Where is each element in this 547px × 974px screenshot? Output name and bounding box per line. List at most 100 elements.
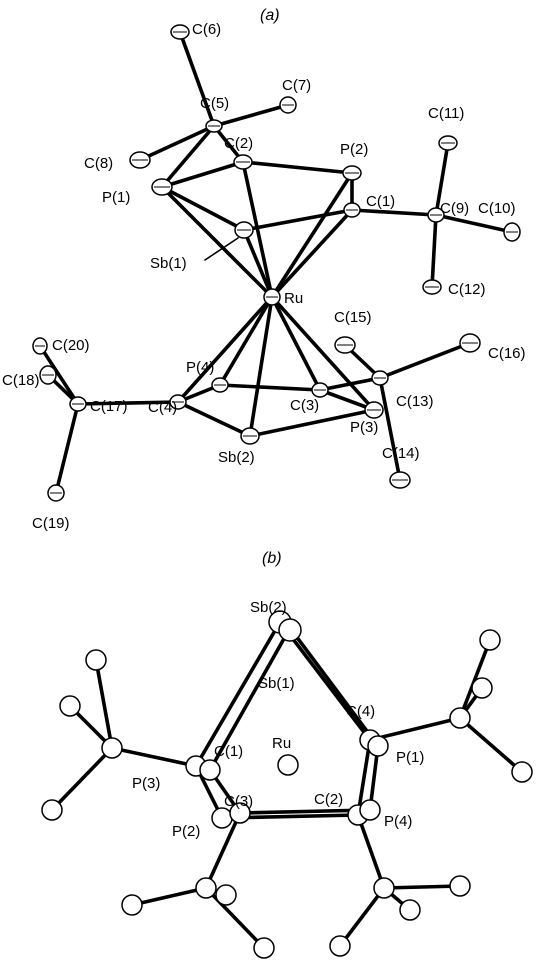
bond-ru-sb1 — [242, 228, 274, 299]
bond-b-sb1-p1 — [288, 626, 380, 748]
atom-c7 — [279, 96, 297, 114]
panel-a-label: (a) — [260, 7, 280, 24]
atom-b-tbu-right-m2 — [511, 761, 533, 783]
label-a-c12: C(12) — [448, 281, 486, 298]
atom-b-tbu-ll-m3 — [215, 884, 237, 906]
atom-b-p2 — [211, 807, 233, 829]
atom-c16 — [459, 333, 481, 353]
bond-b-q4-m2 — [338, 886, 386, 948]
label-a-c16: C(16) — [488, 345, 526, 362]
bond-ru-p4 — [218, 295, 274, 387]
panel-b-atom-labels: Sb(2) Sb(1) C(4) C(1) Ru P(1) P(3) C(3) … — [132, 599, 424, 840]
atom-b-tbu-ll-c — [195, 877, 217, 899]
bond-b-c3-q3 — [204, 811, 242, 890]
label-b-c4: C(4) — [346, 703, 375, 720]
label-a-c13: C(13) — [396, 393, 434, 410]
bond-p3-sb2 — [248, 408, 376, 438]
label-a-p4: P(4) — [186, 359, 214, 376]
label-a-ru: Ru — [284, 290, 303, 307]
bond-b-q3-m1 — [130, 886, 208, 907]
atom-b-p1 — [367, 735, 389, 757]
atom-b-tbu-lr-m2 — [329, 935, 351, 957]
atom-b-tbu-lr-m3 — [399, 899, 421, 921]
bond-sb1-c1 — [242, 208, 354, 232]
panel-b-label: (b) — [262, 550, 282, 567]
bond-b-q2-m1 — [458, 638, 492, 720]
atom-p3 — [364, 401, 384, 419]
label-b-p3: P(3) — [132, 775, 160, 792]
label-b-c2: C(2) — [314, 791, 343, 808]
atom-p1 — [151, 178, 173, 196]
atom-c9 — [427, 207, 445, 223]
label-a-p1: P(1) — [102, 189, 130, 206]
bond-b-c4-c2 — [356, 738, 372, 817]
atom-sb2 — [240, 427, 260, 445]
atom-b-tbu-right-m1 — [479, 629, 501, 651]
atom-c2 — [233, 154, 253, 170]
label-a-sb1: Sb(1) — [150, 255, 187, 272]
atom-c15 — [334, 336, 356, 354]
bond-c9-c12 — [430, 213, 438, 289]
label-a-c4: C(4) — [148, 399, 177, 416]
atom-p4 — [211, 377, 229, 393]
label-a-c1: C(1) — [366, 193, 395, 210]
label-a-p2: P(2) — [340, 141, 368, 158]
atom-c20 — [32, 337, 48, 355]
panel-b-bonds — [50, 620, 524, 950]
bond-b-c1-q1 — [110, 746, 198, 768]
bond-c9-c10 — [434, 213, 514, 234]
bond-c2-p2 — [241, 160, 354, 175]
label-a-c11: C(11) — [428, 105, 464, 122]
bond-c5-c6 — [178, 30, 216, 128]
bond-c4-c17 — [76, 400, 180, 406]
label-a-c15: C(15) — [334, 309, 372, 326]
label-a-c17: C(17) — [90, 398, 128, 415]
atom-c5 — [205, 119, 223, 133]
atom-b-p3 — [199, 759, 221, 781]
atom-c13 — [371, 370, 389, 386]
atom-b-c3 — [229, 802, 251, 824]
label-b-p1: P(1) — [396, 749, 424, 766]
label-b-c3: C(3) — [224, 793, 253, 810]
atom-b-tbu-lr-c — [373, 877, 395, 899]
atom-c11 — [438, 135, 458, 151]
bond-c13-c16 — [378, 341, 472, 380]
atom-sb1 — [234, 221, 254, 239]
label-a-c10: C(10) — [478, 200, 516, 217]
bond-ru-p1 — [160, 185, 274, 299]
panel-a-atoms — [32, 24, 521, 502]
bond-c1-c9 — [350, 208, 438, 217]
label-a-c5: C(5) — [200, 95, 229, 112]
atom-c4 — [169, 394, 187, 410]
bond-sb2-c4 — [176, 400, 252, 438]
bond-p1-c2 — [160, 160, 245, 189]
bond-b-c2-q4 — [356, 813, 386, 890]
panel-b-atoms — [41, 610, 533, 959]
bond-ru-c3 — [270, 295, 322, 392]
label-b-sb1: Sb(1) — [258, 675, 295, 692]
atom-b-tbu-left-c — [101, 737, 123, 759]
atom-b-tbu-right-c — [449, 707, 471, 729]
atom-c19 — [47, 484, 65, 502]
bond-b-sb1-p3 — [208, 626, 292, 772]
label-b-p2: P(2) — [172, 823, 200, 840]
bond-c17-c20 — [38, 344, 80, 406]
bond-b-sb2-c1 — [194, 620, 282, 768]
atom-ru — [263, 288, 281, 306]
atom-c14 — [389, 471, 411, 489]
label-a-p3: P(3) — [350, 419, 378, 436]
bond-p1-sb1 — [160, 185, 246, 232]
bond-ru-p2 — [270, 171, 354, 299]
bond-b-q2-m2 — [458, 716, 524, 774]
atom-c1 — [343, 202, 361, 218]
bond-b-sb2-c4 — [278, 620, 372, 742]
atom-b-p4 — [359, 799, 381, 821]
label-a-c19: C(19) — [32, 515, 70, 532]
atom-c8 — [129, 151, 151, 169]
bond-c3-c13 — [318, 376, 382, 392]
bond-c13-c14 — [378, 376, 402, 482]
bond-c9-c11 — [434, 141, 450, 217]
atom-c3 — [311, 382, 329, 398]
label-a-c9: C(9) — [440, 200, 469, 217]
bond-c5-c7 — [212, 103, 290, 128]
